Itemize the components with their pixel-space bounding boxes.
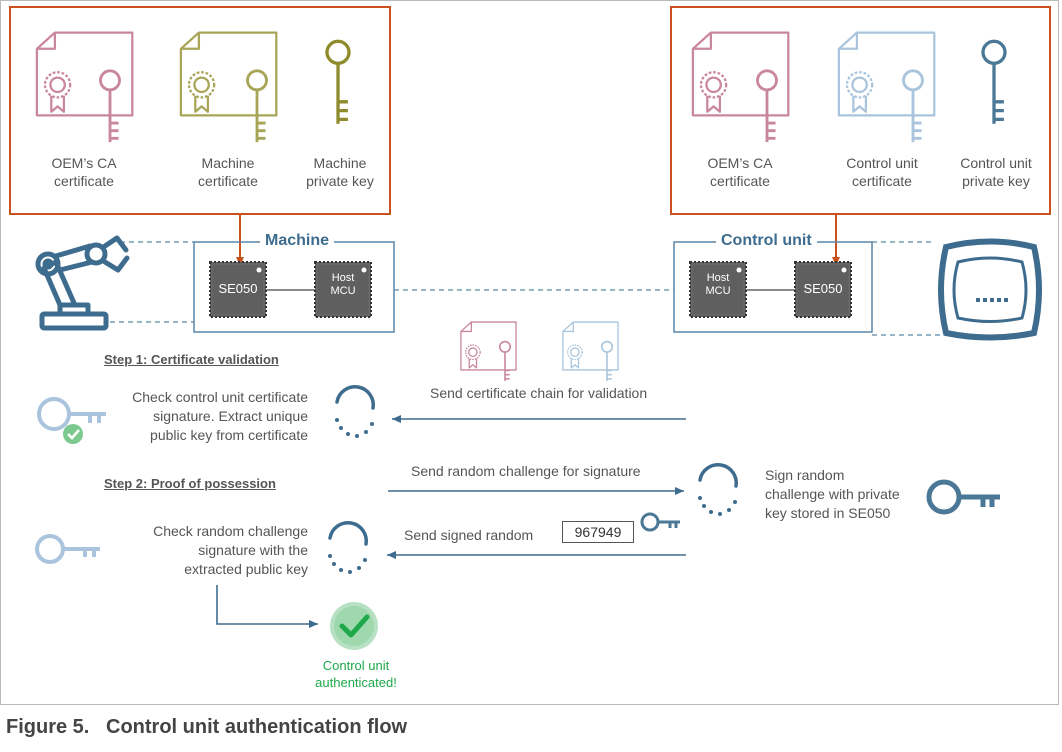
figure-caption: Figure 5. Control unit authentication fl… xyxy=(6,716,408,738)
control-unit-title: Control unit xyxy=(716,232,817,250)
signed-key-icon xyxy=(640,512,680,532)
control-unit-certificate-label: Control unit certificate xyxy=(846,155,918,189)
private-key-icon xyxy=(926,479,1000,515)
step2-check-text: Check random challenge signature with th… xyxy=(153,523,308,577)
right-oem-ca-label: OEM’s CA certificate xyxy=(707,155,773,189)
step2-send-challenge-text: Send random challenge for signature xyxy=(411,463,641,479)
left-oem-ca-label: OEM’s CA certificate xyxy=(51,155,117,189)
control-unit-se050-chip xyxy=(794,261,852,318)
dashed-links xyxy=(110,241,940,336)
machine-title: Machine xyxy=(260,232,335,250)
machine-private-key-label: Machine private key xyxy=(306,155,374,189)
machine-host-label: Host xyxy=(331,272,355,284)
machine-certificate-icon xyxy=(179,31,278,144)
step2-title: Step 2: Proof of possession xyxy=(104,476,276,491)
extracted-public-key-icon xyxy=(35,534,100,564)
right-credentials-box xyxy=(670,6,1051,215)
control-unit-host-label: Host xyxy=(706,272,730,284)
machine-mcu-label: MCU xyxy=(330,285,356,297)
small-control-unit-certificate-icon xyxy=(562,321,619,382)
control-unit-private-key-icon xyxy=(981,39,1007,126)
machine-certificate-label: Machine certificate xyxy=(198,155,258,189)
signed-random-value: 967949 xyxy=(562,521,634,543)
control-unit-certificate-icon xyxy=(837,31,936,144)
control-unit-host-mcu-chip xyxy=(689,261,747,318)
verify-spinner-icon xyxy=(328,521,368,574)
machine-se050-label: SE050 xyxy=(218,281,258,296)
control-unit-mcu-label: MCU xyxy=(705,285,731,297)
signing-spinner-icon xyxy=(698,463,738,516)
processing-spinner-icon xyxy=(335,385,375,438)
machine-host-mcu-chip xyxy=(314,261,372,318)
authenticated-check-icon xyxy=(330,602,378,650)
oem-ca-certificate-icon xyxy=(35,31,134,144)
oem-ca-certificate-icon-right xyxy=(691,31,790,144)
machine-se050-chip xyxy=(209,261,267,318)
public-key-check-icon xyxy=(37,397,106,444)
robot-arm-icon xyxy=(35,235,130,331)
result-arrow xyxy=(216,585,318,628)
step2-sign-text: Sign random challenge with private key s… xyxy=(765,467,900,521)
step2-send-signed-text: Send signed random xyxy=(404,527,534,543)
small-oem-ca-certificate-icon xyxy=(460,321,517,382)
machine-private-key-icon xyxy=(325,39,351,126)
authenticated-text: Control unit authenticated! xyxy=(315,658,397,690)
step1-title: Step 1: Certificate validation xyxy=(104,352,279,367)
control-unit-se050-label: SE050 xyxy=(803,281,843,296)
figure-frame xyxy=(0,0,1059,705)
step1-send-text: Send certificate chain for validation xyxy=(430,385,648,401)
control-unit-private-key-label: Control unit private key xyxy=(960,155,1032,189)
left-credentials-box xyxy=(9,6,391,215)
control-unit-device-icon xyxy=(938,238,1042,341)
step1-check-text: Check control unit certificate signature… xyxy=(132,389,308,443)
